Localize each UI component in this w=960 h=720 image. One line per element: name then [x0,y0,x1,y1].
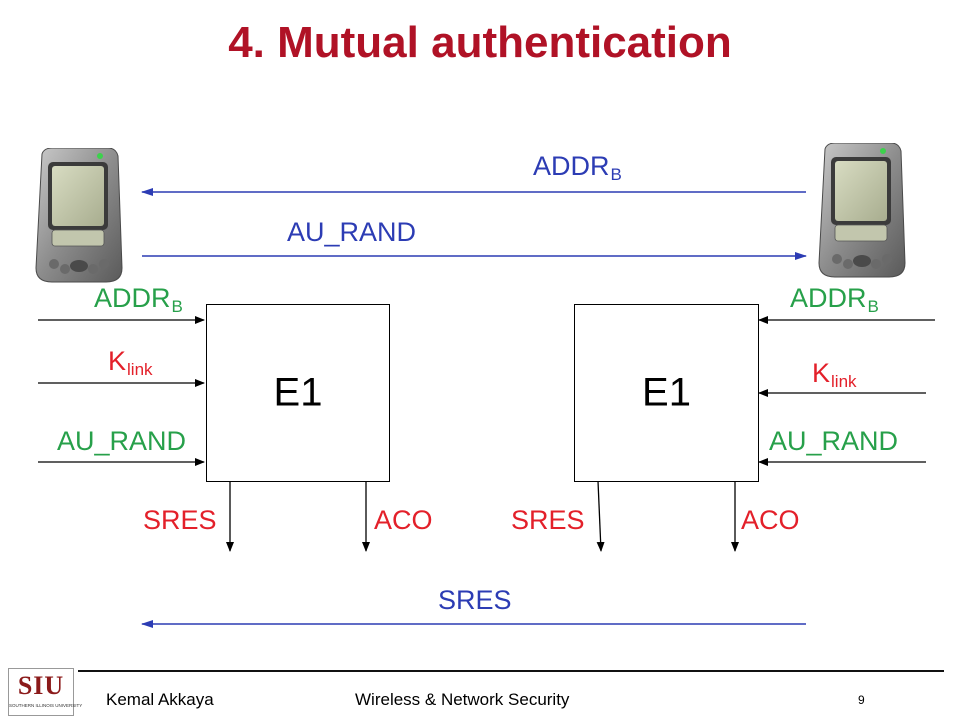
pda-device-right-icon [818,143,906,278]
right-rand-input-label: AU_RAND [769,426,899,456]
footer-author: Kemal Akkaya [106,690,214,709]
right-addr-input-label: ADDRB [790,283,879,316]
left-key-input-label: Klink [108,346,153,379]
page-number: 9 [858,693,865,707]
right-e1-block: E1 [574,304,759,482]
message-addr-b-label: ADDRB [533,151,622,184]
right-key-input-label: Klink [812,358,857,391]
left-rand-input-label: AU_RAND [57,426,187,456]
slide-title: 4. Mutual authentication [228,18,732,67]
message-au-rand-label: AU_RAND [287,217,417,247]
footer-divider [78,670,944,672]
footer-course: Wireless & Network Security [355,690,570,709]
left-addr-input-label: ADDRB [94,283,183,316]
pda-device-left-icon [35,148,123,283]
right-sres-output-label: SRES [511,505,585,535]
left-sres-output-label: SRES [143,505,217,535]
siu-logo: SIU SOUTHERN ILLINOIS UNIVERSITY [8,668,82,716]
message-sres-label: SRES [438,585,512,615]
left-e1-label: E1 [273,370,323,415]
right-aco-output-label: ACO [741,505,800,535]
right-e1-label: E1 [642,370,691,415]
right-sres-output-arrow [596,480,605,552]
left-aco-output-label: ACO [374,505,433,535]
left-e1-block: E1 [206,304,390,482]
